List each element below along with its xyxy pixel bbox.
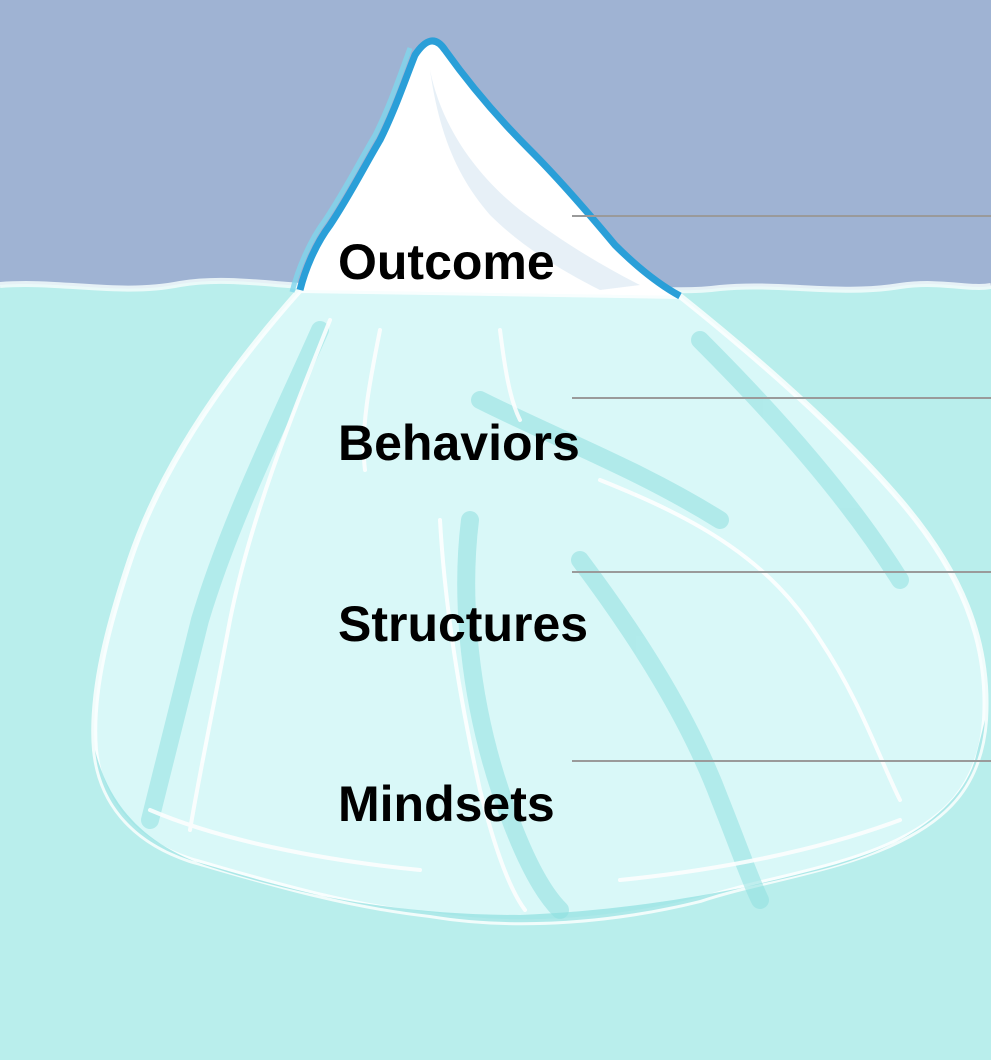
iceberg-tip	[300, 40, 680, 297]
layer-label-outcome: Outcome	[338, 234, 555, 290]
ice-streaks	[141, 321, 909, 919]
layer-label-behaviors: Behaviors	[338, 415, 580, 471]
iceberg-tip-outline	[296, 37, 682, 300]
layer-label-structures: Structures	[338, 596, 589, 652]
layer-label-mindsets: Mindsets	[338, 776, 555, 832]
iceberg-tip-outline-glow	[289, 47, 413, 293]
ice-highlights	[148, 318, 902, 912]
iceberg-tip-shading	[430, 70, 640, 290]
